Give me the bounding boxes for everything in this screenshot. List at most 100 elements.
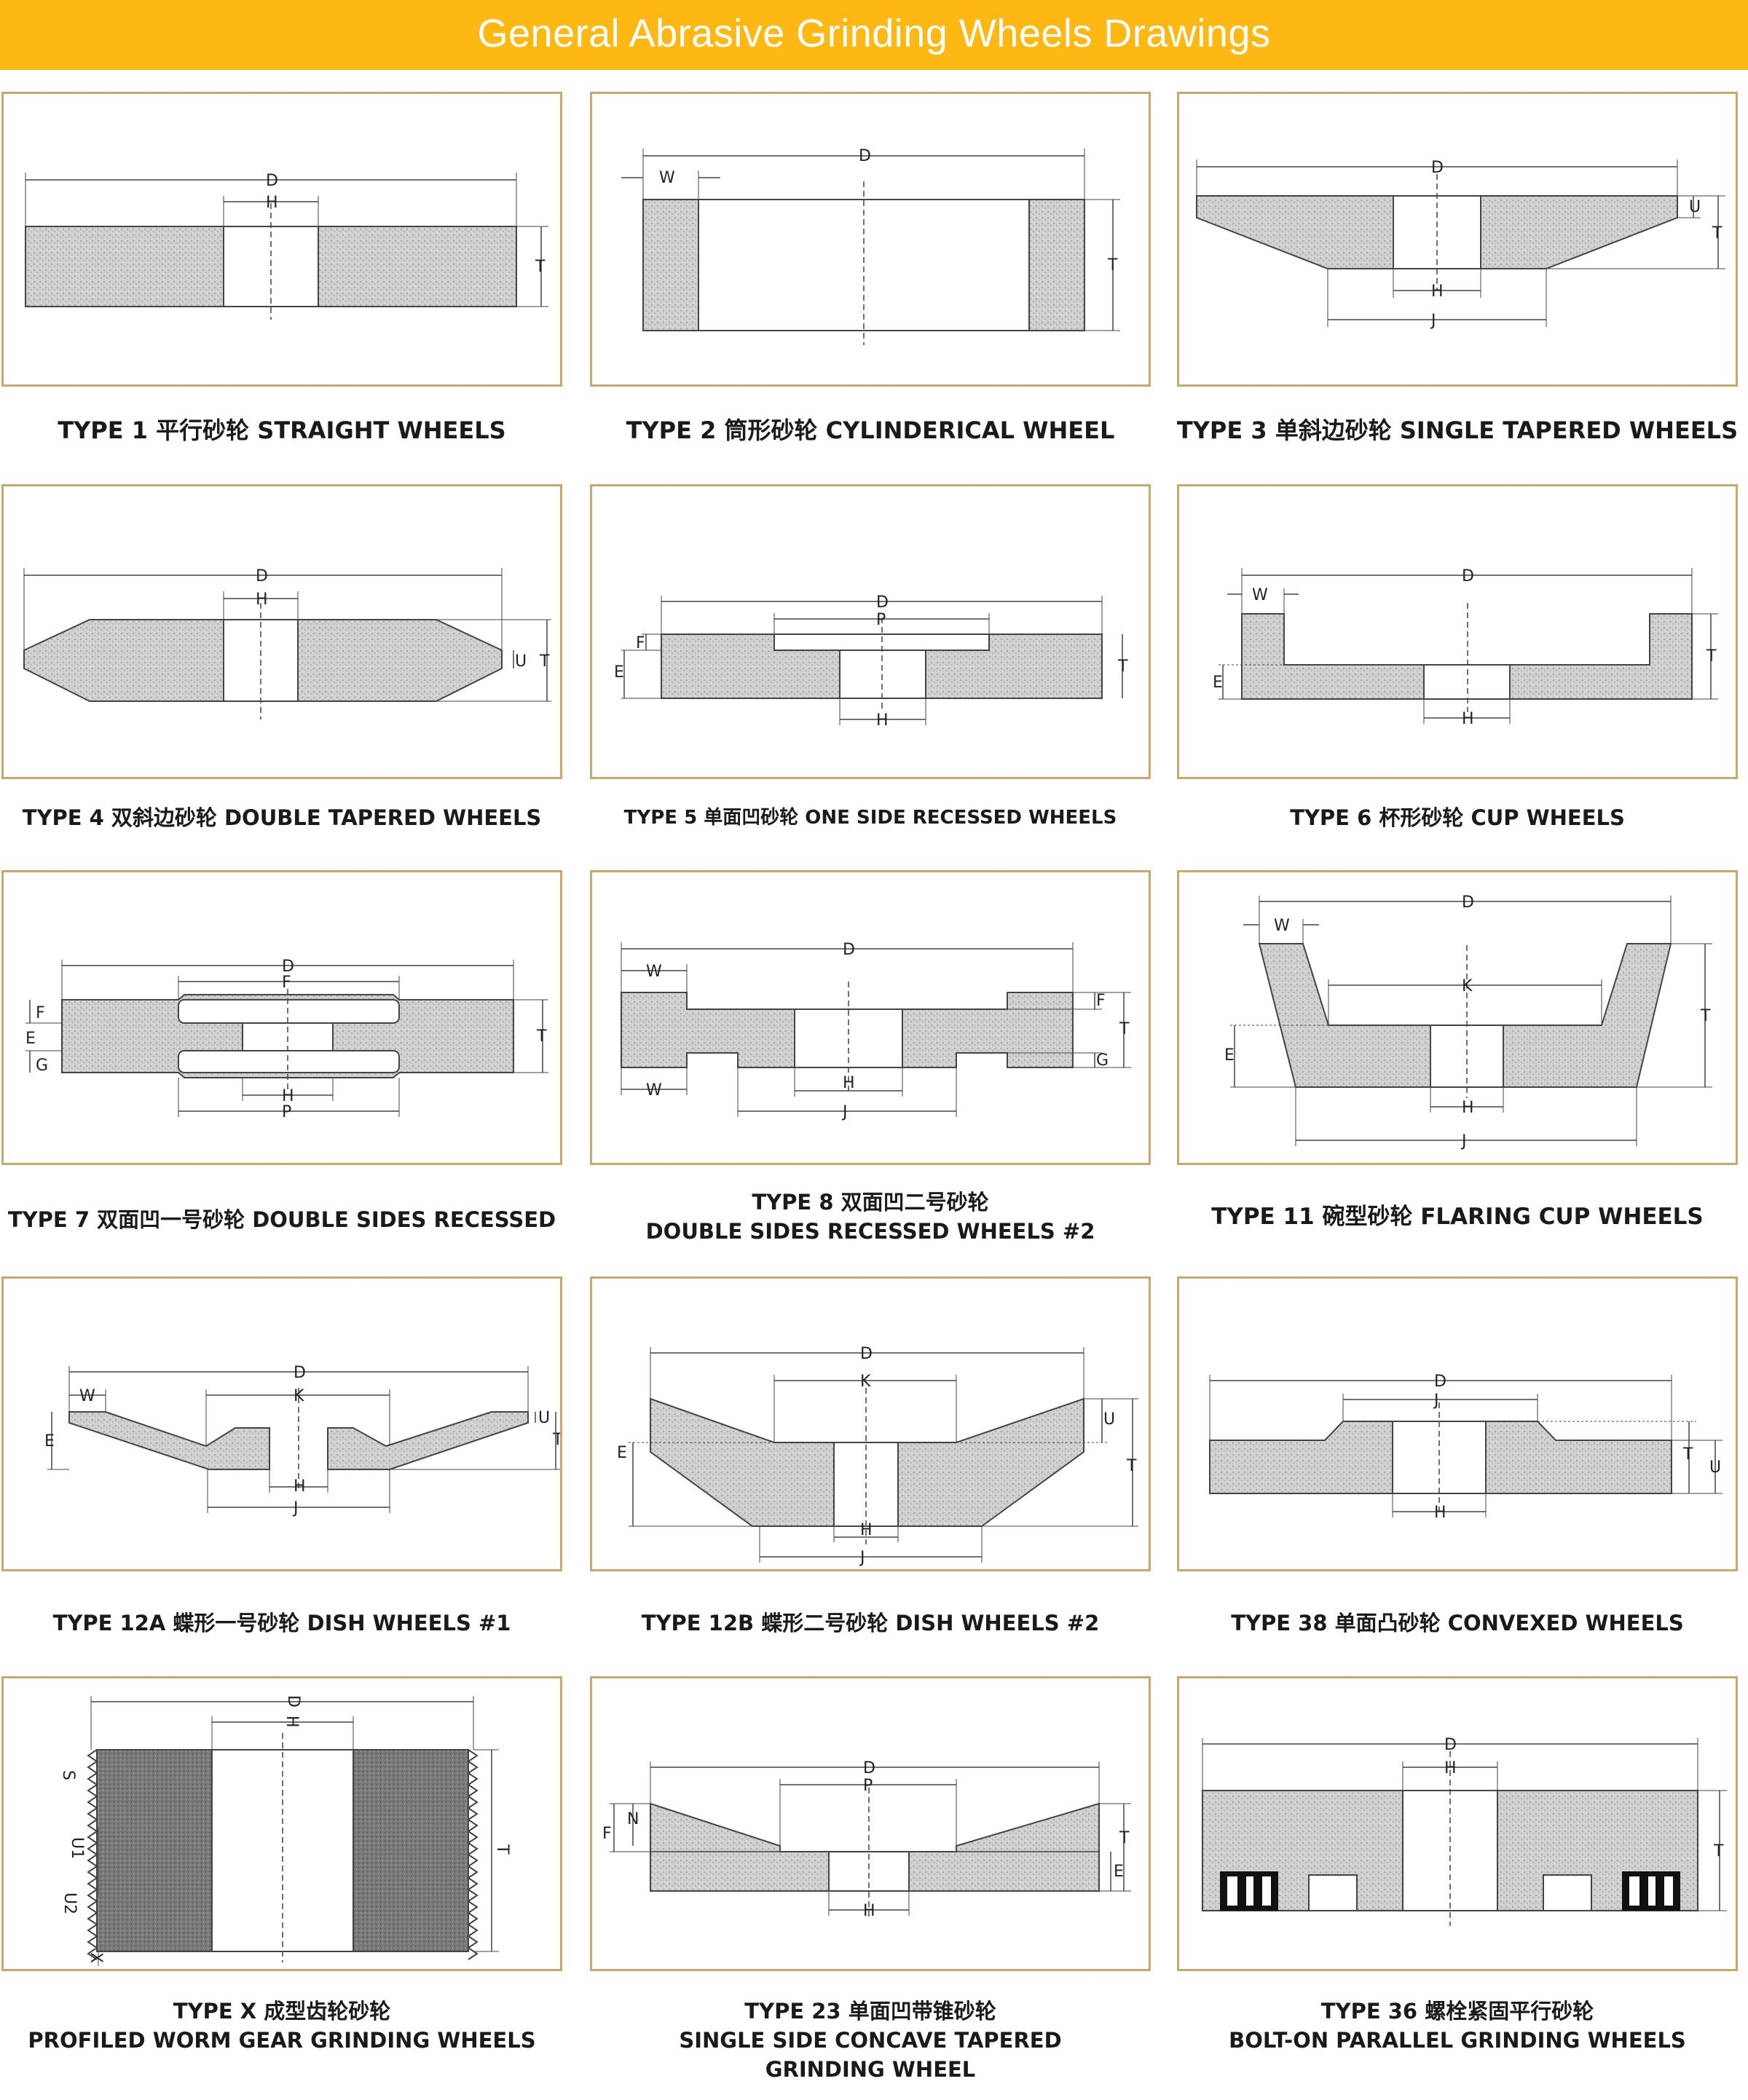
label-t: T [1119,1829,1130,1847]
caption-line: TYPE 11 碗型砂轮 FLARING CUP WHEELS [1211,1204,1704,1230]
label-t: T [1700,1007,1711,1025]
caption-line: TYPE 23 单面凹带锥砂轮 [744,1999,996,2024]
caption-line: TYPE 36 螺栓紧固平行砂轮 [1320,1999,1594,2024]
drawing-frame: D W K T E H J [1177,870,1738,1165]
type-36-drawing: D H T [1202,1736,1727,1926]
drawing-frame: D P F E T H [590,484,1151,779]
label-p: P [876,611,886,629]
label-d: D [294,1364,306,1382]
label-u1: U1 [68,1837,86,1859]
label-u2: U2 [60,1892,79,1914]
label-h: H [876,711,889,730]
label-d: D [266,172,278,190]
type-38-drawing: D J T U H [1209,1373,1723,1522]
label-w-bottom: W [646,1081,662,1100]
caption-line: GRINDING WHEEL [765,2057,976,2082]
type-12a-drawing: D W K U E T H J [44,1364,560,1517]
label-t: T [1682,1445,1693,1464]
caption-line: TYPE 12B 蝶形二号砂轮 DISH WHEELS #2 [641,1611,1100,1635]
label-j: J [1433,1392,1439,1410]
label-j: J [292,1499,299,1517]
label-h: H [863,1902,875,1920]
bolt-hole-left [1308,1874,1358,1911]
label-h: H [283,1716,301,1728]
label-w: W [1252,586,1268,604]
label-h: H [256,591,268,609]
type-x-drawing: D H S T U1 U2 X [59,1695,511,1966]
label-j: J [841,1103,848,1121]
caption-line: TYPE 8 双面凹二号砂轮 [752,1190,989,1215]
caption-line: TYPE 2 筒形砂轮 CYLINDERICAL WHEEL [626,417,1115,444]
wheel-caption: TYPE 36 螺栓紧固平行砂轮 BOLT-ON PARALLEL GRINDI… [1162,1997,1748,2055]
label-t: T [535,258,546,276]
caption-line: TYPE X 成型齿轮砂轮 [173,1999,391,2024]
wheel-caption: TYPE 1 平行砂轮 STRAIGHT WHEELS [0,416,577,445]
label-u: U [538,1409,550,1427]
caption-line: TYPE 4 双斜边砂轮 DOUBLE TAPERED WHEELS [22,805,542,830]
label-k: K [294,1387,304,1405]
wheel-caption: TYPE 23 单面凹带锥砂轮 SINGLE SIDE CONCAVE TAPE… [575,1997,1165,2084]
label-f: F [602,1825,612,1843]
label-e: E [1224,1046,1235,1065]
label-f: F [282,974,291,992]
label-t: T [1117,658,1128,676]
label-h: H [860,1521,873,1539]
label-t: T [539,652,550,671]
label-t: T [1712,224,1723,242]
label-h: H [843,1074,855,1092]
wheel-caption: TYPE 7 双面凹一号砂轮 DOUBLE SIDES RECESSED [0,1205,577,1234]
caption-line: DOUBLE SIDES RECESSED WHEELS #2 [645,1219,1095,1244]
drawing-frame: D F F E G T H P [1,870,562,1165]
label-e: E [1213,674,1223,692]
title-banner: General Abrasive Grinding Wheels Drawing… [0,0,1748,70]
label-k: K [1462,977,1473,995]
label-t: T [1126,1457,1137,1475]
bolt-insert-left [1220,1871,1278,1911]
wheel-caption: TYPE 6 杯形砂轮 CUP WHEELS [1162,803,1748,832]
caption-line: TYPE 5 单面凹砂轮 ONE SIDE RECESSED WHEELS [623,807,1117,829]
type-23-drawing: D P F N T E H [602,1759,1131,1920]
label-e: E [617,1444,627,1462]
label-g: G [1096,1051,1109,1070]
bolt-insert-right [1622,1871,1680,1911]
type-8-drawing: D W F T G W H J [621,941,1131,1121]
drawing-frame: D W K U E T H J [1,1276,562,1571]
label-h: H [1444,1759,1457,1777]
type-2-drawing: D W T [621,147,1120,345]
label-t: T [536,1027,547,1046]
caption-line: TYPE 12A 蝶形一号砂轮 DISH WHEELS #1 [52,1611,511,1635]
wheel-caption: TYPE X 成型齿轮砂轮 PROFILED WORM GEAR GRINDIN… [0,1997,577,2055]
caption-line: TYPE 7 双面凹一号砂轮 DOUBLE SIDES RECESSED [7,1207,556,1232]
caption-line: TYPE 1 平行砂轮 STRAIGHT WHEELS [58,417,506,444]
wheel-caption: TYPE 4 双斜边砂轮 DOUBLE TAPERED WHEELS [0,803,577,832]
label-u: U [1709,1458,1721,1477]
wheel-caption: TYPE 38 单面凸砂轮 CONVEXED WHEELS [1162,1608,1748,1638]
worm-teeth-right [467,1749,479,1960]
label-w: W [79,1387,95,1405]
label-f: F [1096,992,1106,1010]
caption-line: TYPE 3 单斜边砂轮 SINGLE TAPERED WHEELS [1176,417,1739,444]
label-h: H [1462,1099,1474,1117]
label-e: E [44,1432,55,1450]
drawing-frame: D H T [1,92,562,387]
label-t: T [493,1844,511,1855]
type-5-drawing: D P F E T H [614,593,1128,730]
type-1-drawing: D H T [25,172,548,320]
label-e: E [1114,1863,1124,1881]
label-p: P [282,1103,291,1121]
drawing-frame: D H S T U1 U2 X [1,1676,562,1971]
label-d: D [876,593,889,612]
label-u: U [515,652,527,671]
label-w: W [659,169,675,187]
label-p: P [863,1777,873,1795]
label-d: D [256,567,268,585]
wheel-caption: TYPE 12B 蝶形二号砂轮 DISH WHEELS #2 [575,1608,1165,1638]
worm-teeth-left [87,1749,98,1960]
label-d: D [1444,1736,1457,1754]
wheel-caption: TYPE 8 双面凹二号砂轮 DOUBLE SIDES RECESSED WHE… [575,1188,1165,1246]
label-h: H [1431,283,1444,301]
type-12b-drawing: D K U T E H J [617,1345,1138,1567]
label-d: D [1434,1373,1446,1391]
label-t: T [1119,1020,1130,1038]
label-d: D [859,147,871,165]
